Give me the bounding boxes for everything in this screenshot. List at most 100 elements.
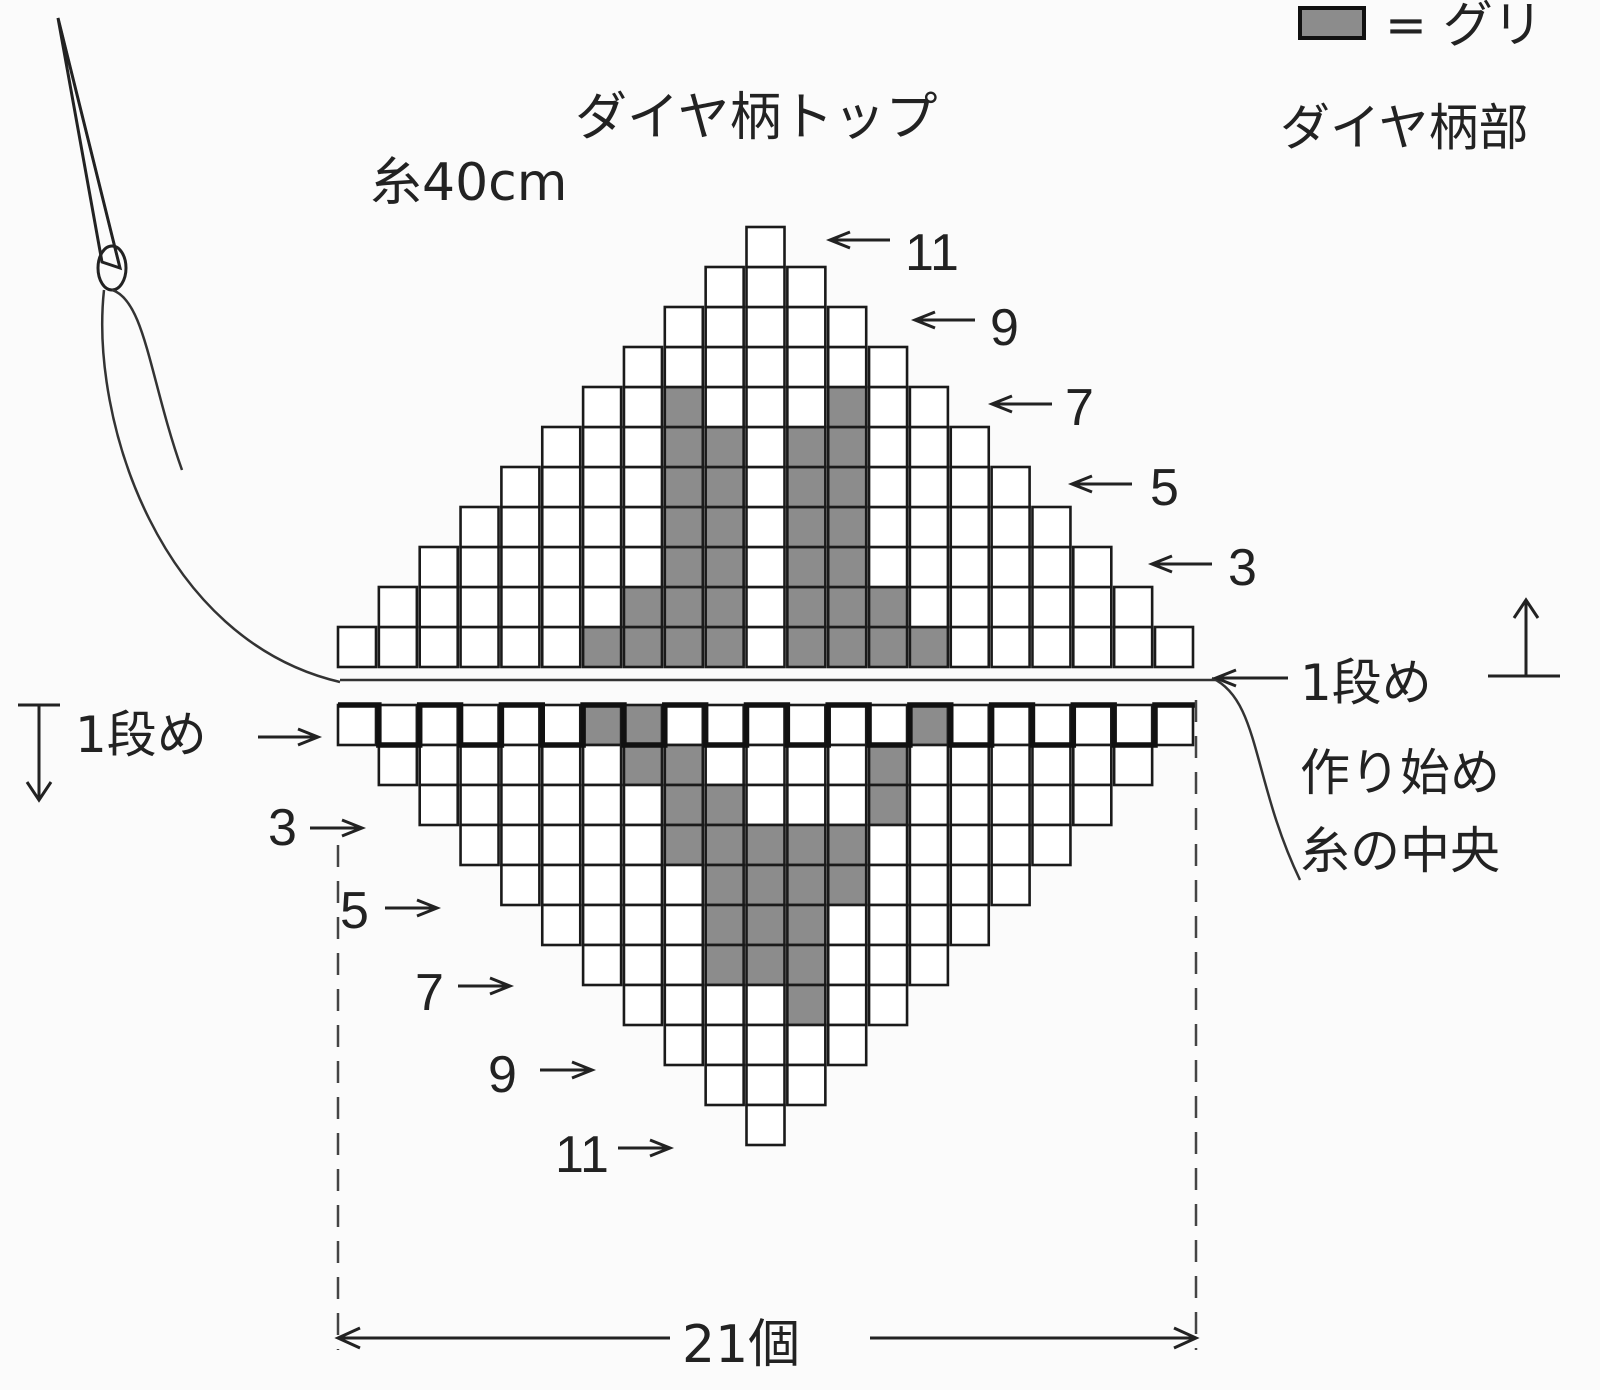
bead-lower (990, 783, 1031, 827)
bead-lower (704, 743, 745, 787)
thread-length-label: 糸40cm (370, 153, 567, 213)
bead-lower (418, 703, 460, 747)
bead-upper (745, 225, 786, 269)
bead-upper (826, 545, 868, 589)
left-row1-label: 1段め (75, 706, 207, 764)
bead-lower (786, 903, 827, 947)
bead-upper (663, 425, 705, 469)
bead-lower (949, 783, 991, 827)
bead-lower (540, 783, 582, 827)
bead-upper (786, 545, 827, 589)
bead-lower (826, 983, 868, 1027)
bead-upper (786, 585, 827, 629)
bead-lower (540, 703, 582, 747)
bead-upper (581, 425, 623, 469)
bead-lower (1031, 783, 1072, 827)
bead-lower (990, 703, 1031, 747)
bead-upper (1072, 625, 1113, 669)
bead-upper (745, 505, 786, 549)
upper-arrow-11 (825, 230, 890, 250)
right-row1-label: 1段め (1300, 654, 1432, 712)
bead-upper (826, 505, 868, 549)
bead-upper (745, 585, 786, 629)
bead-upper (581, 385, 623, 429)
bead-lower (786, 1023, 827, 1067)
bead-upper (1112, 625, 1154, 669)
bead-lower (745, 983, 786, 1027)
bead-upper (826, 345, 868, 389)
up-arrow-icon (1488, 597, 1560, 678)
bead-lower (663, 823, 705, 867)
bead-upper (622, 385, 664, 429)
bead-lower (826, 703, 868, 747)
lower-arrow-7 (458, 976, 515, 996)
bead-lower (908, 863, 950, 907)
bead-upper (1031, 505, 1072, 549)
bead-lower (826, 823, 868, 867)
upper-counts: 11 9 7 5 3 (825, 224, 1257, 597)
bead-upper (704, 545, 745, 589)
bead-lower (540, 823, 582, 867)
bead-lower (745, 783, 786, 827)
bead-upper (581, 545, 623, 589)
bead-lower (745, 1103, 786, 1147)
bead-upper (704, 345, 745, 389)
lower-count-9: 9 (488, 1046, 517, 1104)
bead-grid (336, 225, 1196, 1147)
bead-upper (704, 265, 745, 309)
bead-lower (786, 783, 827, 827)
legend-pattern-label: ダイヤ柄部 (1280, 99, 1529, 157)
bead-upper (500, 585, 541, 629)
bead-upper (1072, 585, 1113, 629)
row1-outline (338, 702, 1196, 748)
bead-upper (704, 505, 745, 549)
bead-upper (867, 385, 909, 429)
bead-upper (867, 585, 909, 629)
width-label: 21個 (682, 1315, 800, 1375)
bead-lower (949, 823, 991, 867)
bead-lower (745, 823, 786, 867)
bead-lower (500, 783, 541, 827)
bead-upper (500, 505, 541, 549)
bead-lower (581, 903, 623, 947)
bead-upper (663, 345, 705, 389)
bead-upper (745, 425, 786, 469)
upper-count-9: 9 (990, 299, 1019, 357)
bead-lower (1072, 743, 1113, 787)
bead-lower (540, 903, 582, 947)
bead-upper (622, 585, 664, 629)
bead-lower (867, 943, 909, 987)
bead-lower (704, 703, 745, 747)
bead-lower (786, 703, 827, 747)
bead-lower (1072, 783, 1113, 827)
bead-upper (786, 505, 827, 549)
bead-lower (704, 903, 745, 947)
bead-upper (786, 345, 827, 389)
bead-lower (990, 823, 1031, 867)
bead-lower (622, 903, 664, 947)
bead-upper (745, 345, 786, 389)
bead-lower (1031, 743, 1072, 787)
bead-lower (786, 943, 827, 987)
bead-lower (990, 863, 1031, 907)
bead-lower (377, 703, 419, 747)
bead-upper (581, 465, 623, 509)
bead-upper (704, 585, 745, 629)
bead-lower (704, 983, 745, 1027)
bead-lower (949, 743, 991, 787)
bead-upper (745, 545, 786, 589)
bead-upper (663, 385, 705, 429)
bead-upper (1072, 545, 1113, 589)
bead-lower (908, 903, 950, 947)
bead-upper (745, 465, 786, 509)
bead-upper (990, 585, 1031, 629)
upper-count-3: 3 (1228, 539, 1257, 597)
bead-upper (663, 625, 705, 669)
bead-upper (990, 505, 1031, 549)
bead-lower (908, 943, 950, 987)
bead-lower (581, 743, 623, 787)
bead-upper (500, 465, 541, 509)
bead-upper (663, 505, 705, 549)
bead-upper (908, 505, 950, 549)
lower-count-7: 7 (415, 964, 444, 1022)
